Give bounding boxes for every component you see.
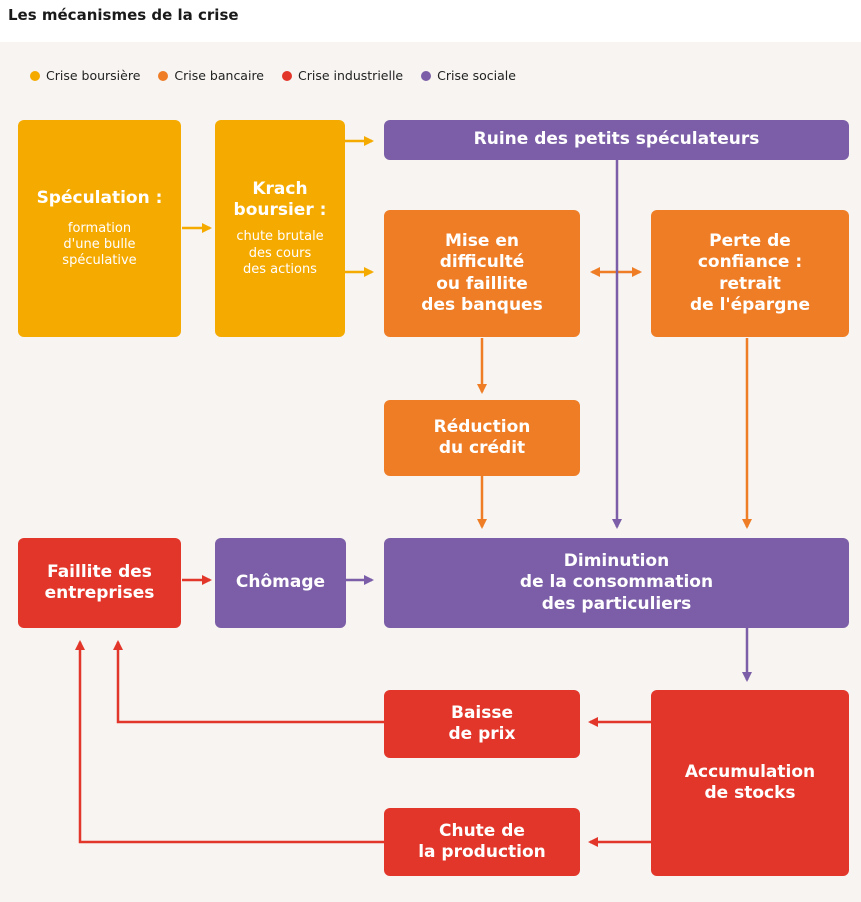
box-credit: Réduction du crédit bbox=[384, 400, 580, 476]
legend-label: Crise industrielle bbox=[298, 68, 404, 83]
legend-dot-icon bbox=[30, 70, 40, 81]
box-confiance: Perte de confiance : retrait de l'épargn… bbox=[651, 210, 849, 337]
legend-item-industrielle: Crise industrielle bbox=[282, 68, 403, 83]
box-krach-title: Krach boursier : bbox=[233, 178, 327, 221]
legend-item-bancaire: Crise bancaire bbox=[158, 68, 264, 83]
box-chomage-title: Chômage bbox=[235, 572, 326, 593]
box-consommation: Diminution de la consommation des partic… bbox=[384, 538, 849, 628]
box-krach-desc: chute brutale des cours des actions bbox=[236, 229, 324, 277]
legend: Crise boursière Crise bancaire Crise ind… bbox=[30, 68, 534, 83]
arrow-production-faillite bbox=[75, 640, 385, 844]
arrow-prix-faillite bbox=[113, 640, 385, 724]
legend-dot-icon bbox=[282, 70, 292, 81]
box-production-title: Chute de la production bbox=[418, 820, 546, 862]
box-ruine: Ruine des petits spéculateurs bbox=[384, 120, 849, 160]
box-confiance-title: Perte de confiance : retrait de l'épargn… bbox=[689, 231, 810, 315]
legend-dot-icon bbox=[421, 70, 432, 81]
box-stocks: Accumulation de stocks bbox=[651, 690, 849, 876]
box-stocks-title: Accumulation de stocks bbox=[684, 761, 816, 803]
legend-dot-icon bbox=[158, 70, 169, 81]
box-ruine-title: Ruine des petits spéculateurs bbox=[473, 129, 760, 150]
box-krach: Krach boursier : chute brutale des cours… bbox=[215, 120, 345, 337]
box-speculation: Spéculation : formation d'une bulle spéc… bbox=[18, 120, 181, 337]
box-credit-title: Réduction du crédit bbox=[433, 416, 531, 458]
legend-label: Crise sociale bbox=[437, 68, 516, 83]
page-title: Les mécanismes de la crise bbox=[8, 6, 239, 24]
legend-label: Crise bancaire bbox=[174, 68, 264, 83]
box-banques-title: Mise en difficulté ou faillite des banqu… bbox=[421, 231, 543, 315]
legend-label: Crise boursière bbox=[46, 68, 141, 83]
box-prix-title: Baisse de prix bbox=[448, 702, 516, 744]
box-production: Chute de la production bbox=[384, 808, 580, 876]
legend-item-boursiere: Crise boursière bbox=[30, 68, 140, 83]
box-prix: Baisse de prix bbox=[384, 690, 580, 758]
box-speculation-title: Spéculation : bbox=[36, 187, 163, 208]
box-speculation-desc: formation d'une bulle spéculative bbox=[62, 220, 137, 269]
box-faillite-title: Faillite des entreprises bbox=[44, 561, 155, 603]
box-consommation-title: Diminution de la consommation des partic… bbox=[519, 551, 714, 614]
legend-item-sociale: Crise sociale bbox=[421, 68, 516, 83]
box-faillite: Faillite des entreprises bbox=[18, 538, 181, 628]
box-chomage: Chômage bbox=[215, 538, 346, 628]
box-banques: Mise en difficulté ou faillite des banqu… bbox=[384, 210, 580, 337]
